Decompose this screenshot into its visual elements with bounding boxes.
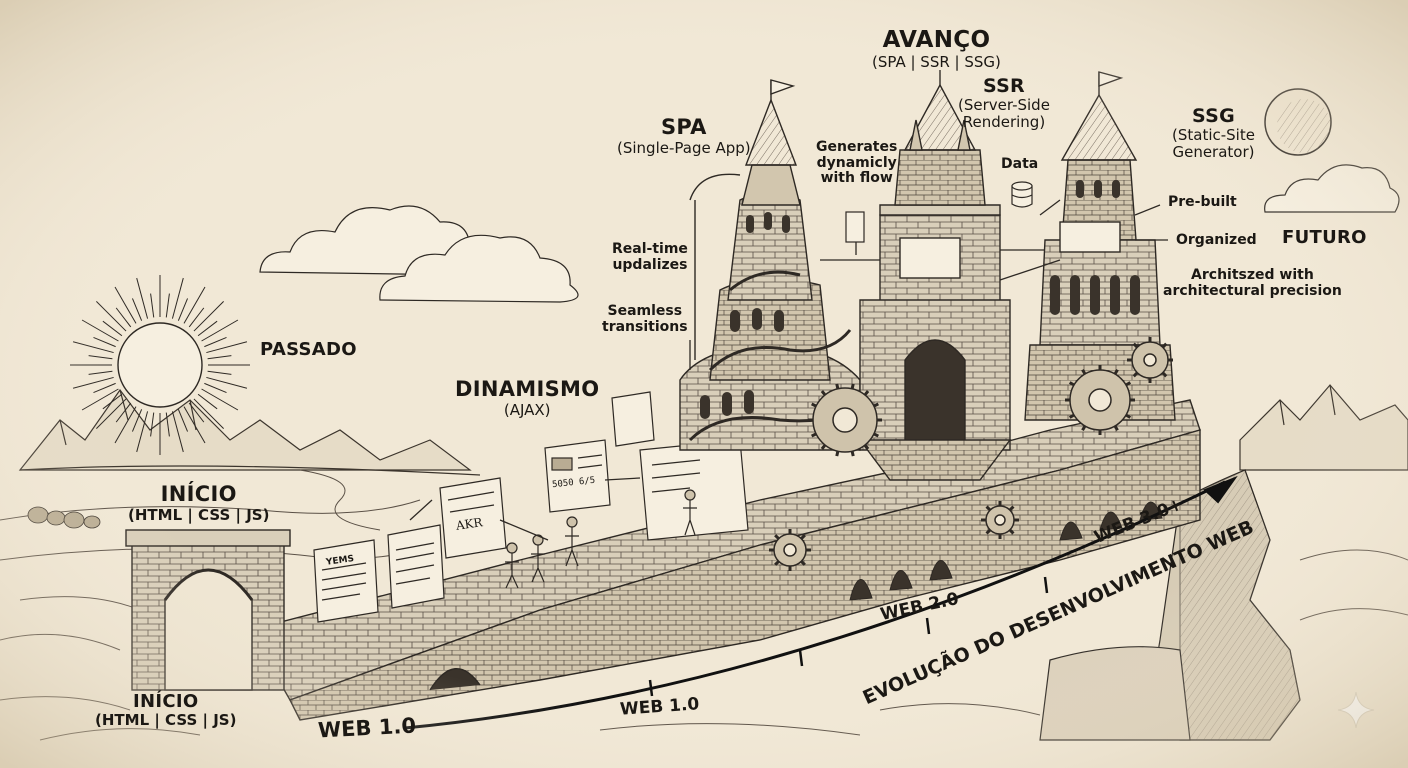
note-generates: Generates dynamicly with flow [816, 139, 898, 187]
inicio-bottom-sub: (HTML | CSS | JS) [95, 711, 237, 730]
note-realtime: Real-time updalizes [612, 241, 688, 273]
note-seamless: Seamless transitions [602, 303, 688, 335]
note-data: Data [1001, 156, 1039, 172]
ssg-sub2: Generator) [1172, 143, 1255, 162]
label-ssg: SSG (Static-Site Generator) [1172, 105, 1255, 162]
dinamismo-title: DINAMISMO [455, 377, 600, 401]
note-seamless-line1: Seamless [607, 303, 683, 319]
label-futuro: FUTURO [1282, 227, 1367, 248]
note-generates-line2: dynamicly [816, 154, 897, 171]
label-ssr: SSR (Server-Side Rendering) [958, 75, 1050, 132]
label-inicio-bottom: INÍCIO (HTML | CSS | JS) [95, 691, 237, 730]
note-architsized-line1: Architszed with [1191, 267, 1314, 283]
note-generates-line3: with flow [820, 170, 893, 187]
spa-sub: (Single-Page App) [617, 138, 751, 157]
ssr-sub1: (Server-Side [958, 96, 1050, 115]
inicio-top-title: INÍCIO [160, 482, 237, 506]
avanco-title: AVANÇO [882, 27, 991, 53]
note-prebuilt: Pre-built [1168, 194, 1237, 210]
note-generates-line1: Generates [816, 139, 898, 155]
note-realtime-line2: updalizes [612, 256, 688, 273]
avanco-sub: (SPA | SSR | SSG) [872, 52, 1001, 71]
spa-title: SPA [660, 115, 707, 139]
note-realtime-line1: Real-time [612, 241, 688, 257]
note-seamless-line2: transitions [602, 318, 688, 335]
ssg-title: SSG [1191, 105, 1235, 127]
label-dinamismo: DINAMISMO (AJAX) [455, 377, 600, 419]
label-avanco: AVANÇO (SPA | SSR | SSG) [872, 27, 1001, 71]
note-organized: Organized [1176, 232, 1257, 248]
dinamismo-sub: (AJAX) [503, 400, 551, 419]
note-architsized-line2: architectural precision [1163, 282, 1342, 299]
inicio-bottom-title: INÍCIO [132, 691, 199, 712]
label-inicio-top: INÍCIO (HTML | CSS | JS) [128, 482, 270, 524]
ssr-sub2: Rendering) [962, 113, 1046, 132]
label-passado: PASSADO [260, 339, 357, 360]
label-spa: SPA (Single-Page App) [617, 115, 751, 157]
inicio-top-sub: (HTML | CSS | JS) [128, 505, 270, 524]
note-architsized: Architszed with architectural precision [1163, 267, 1342, 299]
ssr-title: SSR [982, 75, 1025, 97]
ssg-sub1: (Static-Site [1172, 126, 1255, 145]
